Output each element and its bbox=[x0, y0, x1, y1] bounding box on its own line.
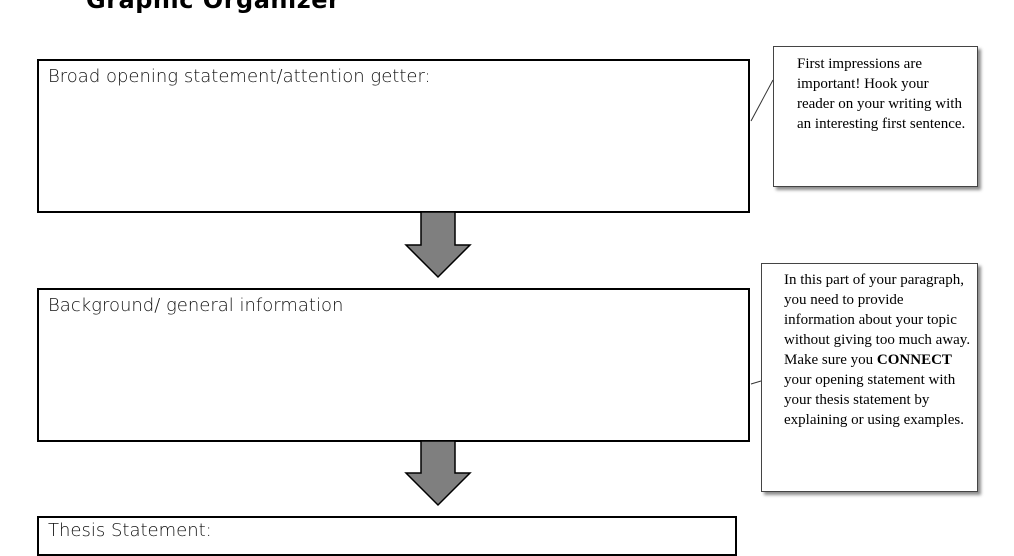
background-tip-text-after: your opening statement with your thesis … bbox=[784, 372, 964, 428]
callout-connector-line bbox=[750, 79, 774, 122]
background-info-label: Background/ general information bbox=[48, 295, 344, 316]
down-arrow-icon bbox=[404, 440, 472, 507]
background-info-box[interactable]: Background/ general information bbox=[37, 288, 750, 442]
opening-tip-text: First impressions are important! Hook yo… bbox=[797, 56, 966, 132]
down-arrow-icon bbox=[404, 211, 472, 279]
callout-connector-line bbox=[750, 380, 762, 385]
opening-statement-box[interactable]: Broad opening statement/attention getter… bbox=[37, 59, 750, 213]
background-tip-emphasis: CONNECT bbox=[876, 352, 952, 368]
page-title: Graphic Organizer bbox=[86, 0, 341, 14]
opening-tip-note: First impressions are important! Hook yo… bbox=[773, 46, 978, 187]
arrows-and-connectors bbox=[404, 79, 774, 507]
background-tip-text-before: In this part of your paragraph, you need… bbox=[784, 272, 971, 368]
opening-statement-label: Broad opening statement/attention getter… bbox=[48, 66, 431, 87]
background-tip-note: In this part of your paragraph, you need… bbox=[761, 263, 978, 492]
